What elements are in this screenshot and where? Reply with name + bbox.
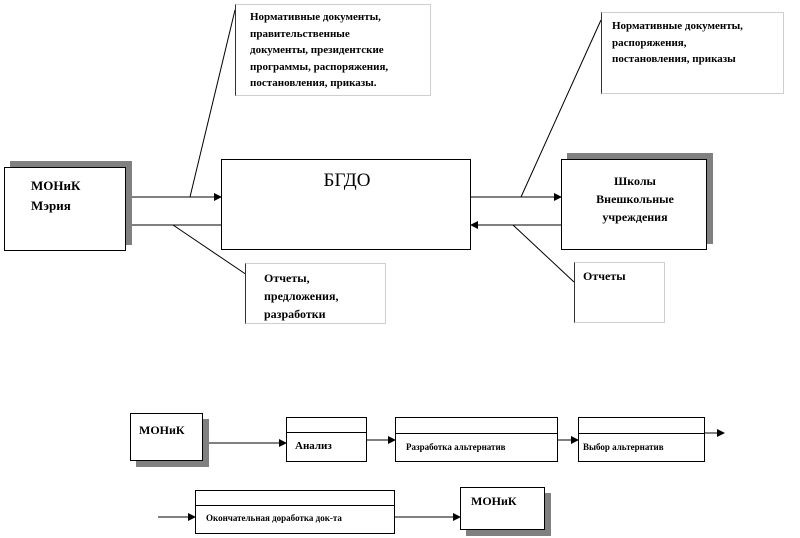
flow-step-develop: Разработка альтернатив xyxy=(395,417,558,462)
box-bgdo-label: БГДО xyxy=(323,170,371,191)
leader-top-left xyxy=(189,9,236,198)
flow-start-monik-label: МОНиК xyxy=(139,423,185,437)
callout-bottom-right-text: Отчеты xyxy=(583,269,626,283)
leader-top-right xyxy=(520,19,602,198)
leader-bottom-right xyxy=(512,224,575,283)
flow-step-analysis-label: Анализ xyxy=(295,440,332,452)
callout-top-left: Нормативные документы, правительственные… xyxy=(235,4,431,96)
flow-start-monik: МОНиК xyxy=(130,413,203,461)
leader-bottom-left xyxy=(172,224,248,276)
flow-step-choice-label: Выбор альтернатив xyxy=(583,442,664,452)
callout-top-right-text: Нормативные документы, распоряжения, пос… xyxy=(612,20,743,65)
callout-top-right: Нормативные документы, распоряжения, пос… xyxy=(601,12,784,94)
flow-end-monik: МОНиК xyxy=(460,487,545,530)
box-monik-meriya-label: МОНиК Мэрия xyxy=(31,178,81,213)
callout-bottom-right: Отчеты xyxy=(574,262,665,323)
flow-step-develop-label: Разработка альтернатив xyxy=(406,442,506,452)
flow-end-monik-label: МОНиК xyxy=(471,494,517,508)
box-schools-label: Школы Внешкольные учреждения xyxy=(596,174,674,224)
box-monik-meriya: МОНиК Мэрия xyxy=(4,167,126,251)
flow-step-analysis: Анализ xyxy=(286,417,367,462)
callout-bottom-left-text: Отчеты, предложения, разработки xyxy=(264,271,339,321)
box-bgdo: БГДО xyxy=(221,159,471,250)
flow-step-choice: Выбор альтернатив xyxy=(578,417,705,462)
callout-bottom-left: Отчеты, предложения, разработки xyxy=(245,263,386,324)
flow-step-final-label: Окончательная доработка док-та xyxy=(206,513,342,523)
flow-step-final: Окончательная доработка док-та xyxy=(195,490,395,534)
callout-top-left-text: Нормативные документы, правительственные… xyxy=(250,11,389,89)
box-schools: Школы Внешкольные учреждения xyxy=(561,159,707,250)
